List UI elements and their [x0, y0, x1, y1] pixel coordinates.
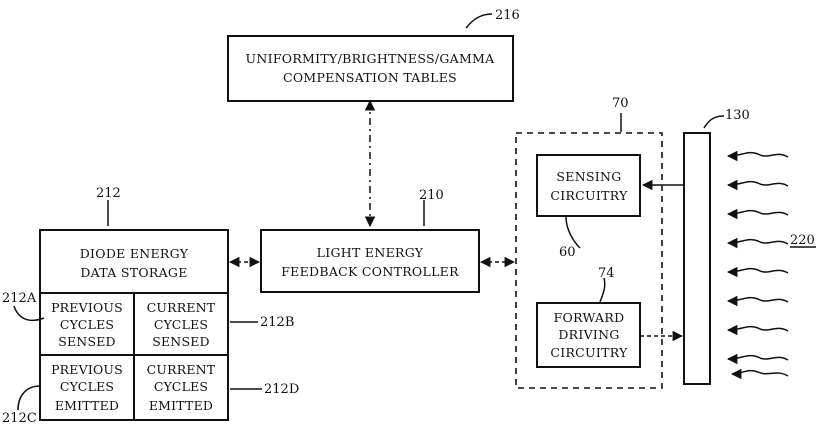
- controller-label-line1: LIGHT ENERGY: [317, 245, 424, 260]
- diode-panel-block: 130: [684, 108, 750, 384]
- light-arrow: [728, 298, 788, 302]
- light-arrow: [728, 240, 788, 244]
- ref-220: 220: [790, 233, 815, 248]
- light-arrow: [728, 269, 788, 273]
- ref-216: 216: [495, 8, 520, 23]
- light-arrow: [728, 327, 788, 331]
- cell-d-line3: EMITTED: [149, 398, 213, 413]
- ref-212a: 212A: [2, 291, 37, 306]
- cell-a-line2: CYCLES: [60, 317, 114, 332]
- ref-212d: 212D: [264, 382, 299, 397]
- cell-c-line2: CYCLES: [60, 379, 114, 394]
- ref-212: 212: [96, 186, 121, 201]
- ref-212b: 212B: [260, 315, 294, 330]
- cell-b-line3: SENSED: [152, 334, 210, 349]
- compensation-tables-label-line1: UNIFORMITY/BRIGHTNESS/GAMMA: [246, 51, 496, 66]
- cell-b-line1: CURRENT: [147, 300, 216, 315]
- forward-label-line3: CIRCUITRY: [550, 345, 628, 360]
- ref-70: 70: [612, 96, 629, 111]
- light-arrow: [728, 356, 788, 360]
- compensation-tables-label-line2: COMPENSATION TABLES: [283, 70, 457, 85]
- ref-leader-130: [704, 116, 724, 128]
- sensing-box: [537, 155, 640, 216]
- forward-label-line1: FORWARD: [554, 310, 625, 325]
- controller-label-line2: FEEDBACK CONTROLLER: [281, 264, 459, 279]
- compensation-tables-box: [228, 36, 513, 101]
- cell-d-line2: CYCLES: [154, 379, 208, 394]
- compensation-tables-block: UNIFORMITY/BRIGHTNESS/GAMMA COMPENSATION…: [228, 8, 520, 101]
- diode-storage-block: DIODE ENERGY DATA STORAGE PREVIOUS CYCLE…: [2, 186, 299, 426]
- module-block: 70 SENSING CIRCUITRY 60 FORWARD DRIVING …: [516, 96, 662, 388]
- ref-74: 74: [598, 266, 615, 281]
- light-arrow: [728, 211, 788, 215]
- cell-d-line1: CURRENT: [147, 362, 216, 377]
- storage-label-line2: DATA STORAGE: [80, 265, 187, 280]
- incident-light-arrows: [728, 153, 788, 376]
- ref-leader-212c: [18, 386, 40, 410]
- light-arrow: [732, 371, 788, 376]
- ref-leader-74: [600, 278, 605, 302]
- ref-212c: 212C: [2, 411, 37, 426]
- diode-panel: [684, 133, 710, 384]
- ref-130: 130: [725, 108, 750, 123]
- sensing-label-line1: SENSING: [556, 169, 621, 184]
- cell-c-line3: EMITTED: [55, 398, 119, 413]
- controller-box: [261, 230, 479, 292]
- light-arrow: [728, 153, 788, 157]
- cell-b-line2: CYCLES: [154, 317, 208, 332]
- ref-leader-216: [466, 14, 492, 28]
- storage-label-line1: DIODE ENERGY: [80, 246, 189, 261]
- cell-a-line1: PREVIOUS: [51, 300, 123, 315]
- light-arrow: [728, 182, 788, 186]
- sensing-label-line2: CIRCUITRY: [550, 188, 628, 203]
- cell-a-line3: SENSED: [58, 334, 116, 349]
- ref-210: 210: [419, 188, 444, 203]
- ref-60: 60: [559, 245, 576, 260]
- ref-leader-60: [566, 217, 580, 248]
- forward-label-line2: DRIVING: [558, 327, 619, 342]
- cell-c-line1: PREVIOUS: [51, 362, 123, 377]
